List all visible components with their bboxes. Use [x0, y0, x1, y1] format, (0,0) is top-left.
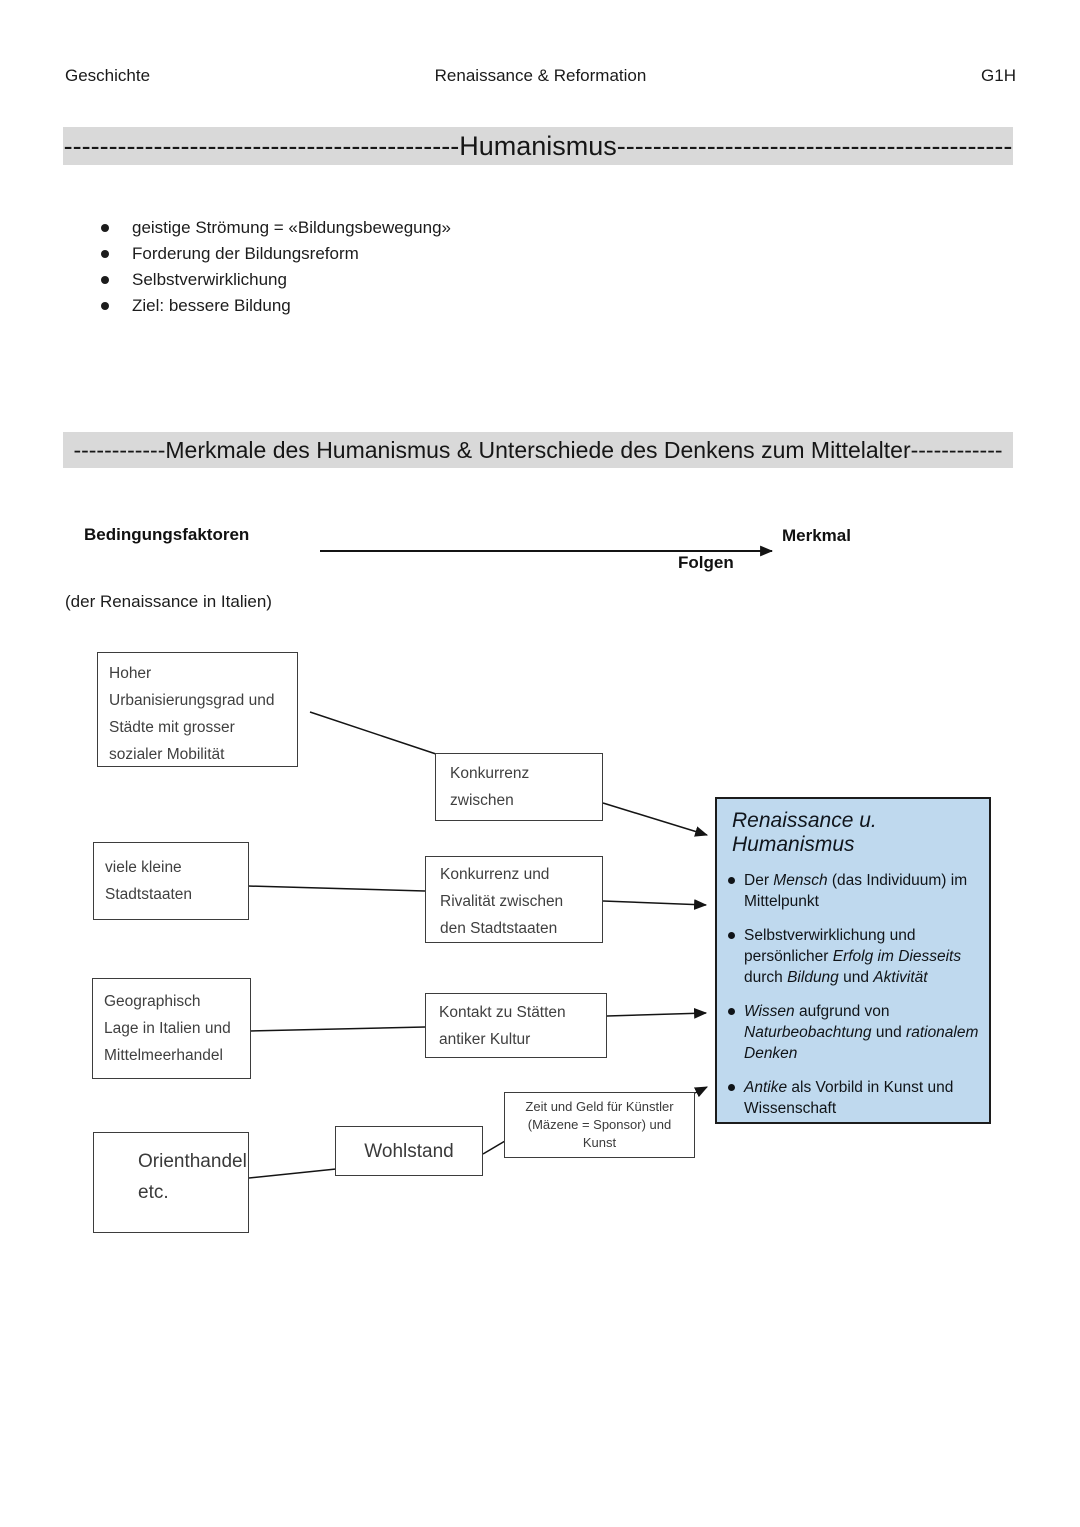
result-item: Wissen aufgrund von Naturbeobachtung und…	[717, 1001, 981, 1064]
list-item: Forderung der Bildungsreform	[101, 241, 451, 267]
list-item: Ziel: bessere Bildung	[101, 293, 451, 319]
header-code: G1H	[981, 66, 1016, 85]
result-item-text: Wissen aufgrund von Naturbeobachtung und…	[744, 1003, 979, 1062]
list-item: geistige Strömung = «Bildungsbewegung»	[101, 215, 451, 241]
connector-orient-wohlstand	[248, 1168, 337, 1179]
label-folgen: Folgen	[678, 553, 734, 572]
label-renaissance-italien: (der Renaissance in Italien)	[65, 592, 272, 611]
folge-box-rivalitaet: Konkurrenz und Rivalität zwischen den St…	[425, 856, 603, 943]
section-title-merkmale: ------------ Merkmale des Humanismus & U…	[63, 432, 1013, 468]
result-box-renaissance-humanismus: Renaissance u. Humanismus Der Mensch (da…	[715, 797, 991, 1124]
folge-box-kontakt: Kontakt zu Stätten antiker Kultur	[425, 993, 607, 1058]
list-item-text: geistige Strömung = «Bildungsbewegung»	[132, 218, 451, 237]
list-item: Selbstverwirklichung	[101, 267, 451, 293]
result-item-text: Selbstverwirklichung und persönlicher Er…	[744, 927, 962, 986]
connector-geo-kontakt	[249, 1026, 426, 1032]
result-item: Selbstverwirklichung und persönlicher Er…	[717, 925, 981, 988]
result-box-list: Der Mensch (das Individuum) im Mittelpun…	[717, 870, 989, 1119]
connector-rivalitaet-result	[602, 899, 708, 910]
dashes-left: ------------	[73, 436, 166, 463]
list-item-text: Ziel: bessere Bildung	[132, 296, 291, 315]
folge-box-wohlstand: Wohlstand	[335, 1126, 483, 1176]
factor-box-orienthandel: Orienthandel etc.	[93, 1132, 249, 1233]
bullet-icon	[728, 1084, 735, 1091]
bullet-icon	[101, 276, 109, 284]
list-item-text: Forderung der Bildungsreform	[132, 244, 359, 263]
section-title-humanismus: ----------------------------------------…	[63, 127, 1013, 165]
dashes-right: ------------	[910, 436, 1003, 463]
bullet-icon	[728, 1008, 735, 1015]
connector-kontakt-result	[606, 1007, 708, 1019]
dashes-right: ----------------------------------------…	[616, 130, 1013, 161]
label-merkmal: Merkmal	[782, 526, 851, 545]
connector-urban-konkurrenz	[309, 711, 437, 755]
bullet-icon	[101, 302, 109, 310]
result-item-text: Antike als Vorbild in Kunst und Wissensc…	[744, 1079, 954, 1117]
bullet-icon	[101, 250, 109, 258]
page-header: Geschichte Renaissance & Reformation G1H	[65, 66, 1016, 86]
header-topic: Renaissance & Reformation	[434, 66, 647, 85]
connector-zeit-result	[693, 1086, 708, 1098]
label-bedingungsfaktoren: Bedingungsfaktoren	[84, 525, 250, 544]
connector-stadt-rivalitaet	[247, 885, 426, 892]
dashes-left: ----------------------------------------…	[63, 130, 460, 161]
factor-box-urbanisierung: Hoher Urbanisierungsgrad und Städte mit …	[97, 652, 298, 767]
section2-title: Merkmale des Humanismus & Unterschiede d…	[165, 436, 911, 463]
bullet-icon	[728, 932, 735, 939]
result-box-title: Renaissance u. Humanismus	[732, 809, 877, 856]
bullet-icon	[728, 877, 735, 884]
humanismus-bullet-list: geistige Strömung = «Bildungsbewegung» F…	[101, 215, 451, 319]
connector-konkurrenz-result	[602, 802, 709, 837]
result-item-text: Der Mensch (das Individuum) im Mittelpun…	[744, 872, 968, 910]
connector-wohlstand-zeit	[482, 1140, 506, 1155]
header-subject: Geschichte	[65, 66, 151, 85]
result-item: Der Mensch (das Individuum) im Mittelpun…	[717, 870, 981, 912]
list-item-text: Selbstverwirklichung	[132, 270, 287, 289]
folge-box-konkurrenz: Konkurrenz zwischen	[435, 753, 603, 821]
factor-box-geographie: Geographisch Lage in Italien und Mittelm…	[92, 978, 251, 1079]
factor-box-stadtstaaten: viele kleine Stadtstaaten	[93, 842, 249, 920]
result-item: Antike als Vorbild in Kunst und Wissensc…	[717, 1077, 981, 1119]
section1-title: Humanismus	[459, 130, 617, 161]
bullet-icon	[101, 224, 109, 232]
folge-box-zeit-geld: Zeit und Geld für Künstler (Mäzene = Spo…	[504, 1092, 695, 1158]
